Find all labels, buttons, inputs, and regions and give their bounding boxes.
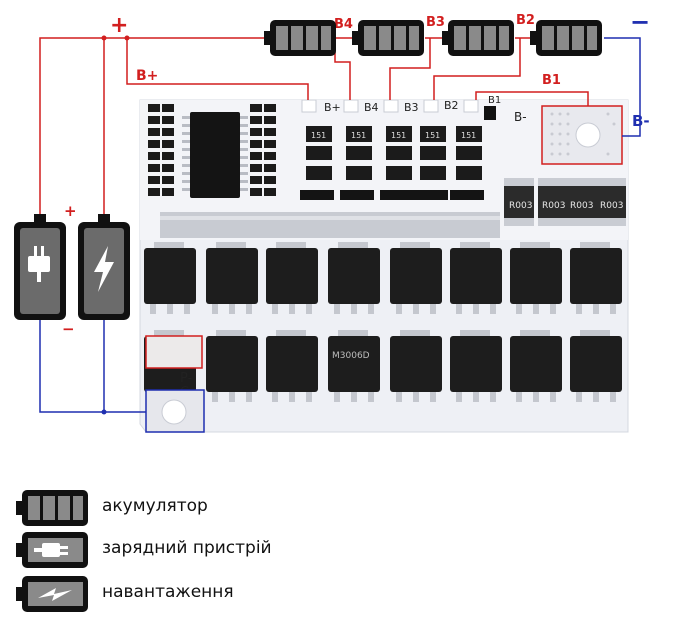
tap-label-b4: B4 <box>334 17 353 32</box>
mosfet-8 <box>570 242 622 314</box>
p-minus-label: P- <box>180 371 193 386</box>
pad-label-b4: B4 <box>364 101 379 114</box>
mosfet-array <box>144 242 622 402</box>
tap-label-b1: B1 <box>542 73 561 88</box>
balance-module-4: 151 <box>414 126 448 200</box>
series-battery-4 <box>530 20 602 56</box>
junction-dot-2 <box>124 35 130 41</box>
mosfet-16 <box>570 330 622 402</box>
mosfet-7 <box>510 242 562 314</box>
legend-load-label: навантаження <box>102 582 234 602</box>
shunt-label-3: R003 <box>570 201 593 211</box>
mosfet-3 <box>266 242 318 314</box>
b-plus-wire-label: B+ <box>136 68 158 84</box>
balance-module-2: 151 <box>340 126 374 200</box>
side-minus-label: − <box>62 320 75 338</box>
svg-text:151: 151 <box>351 131 366 140</box>
svg-text:151: 151 <box>461 131 476 140</box>
series-battery-2 <box>352 20 424 56</box>
mosfet-1 <box>144 242 196 314</box>
load-device <box>78 214 130 320</box>
charger-icon <box>16 532 88 568</box>
pad-label-b3: B3 <box>404 101 419 114</box>
negative-wires <box>39 37 641 413</box>
series-batteries <box>264 20 602 56</box>
pad-label-b-minus: B- <box>514 110 527 124</box>
charger-device <box>14 214 66 320</box>
smd-resistor-array-left <box>148 104 276 196</box>
mosfet-15 <box>510 330 562 402</box>
mosfet-6 <box>450 242 502 314</box>
legend-battery: акумулятор <box>16 488 336 528</box>
shunt-label-1: R003 <box>509 201 532 211</box>
series-battery-1 <box>264 20 336 56</box>
tap-label-b3: B3 <box>426 15 445 30</box>
balance-module-1: 151 <box>300 126 334 200</box>
pad-label-b-plus: B+ <box>324 101 341 114</box>
main-minus-label: − <box>630 8 650 36</box>
series-battery-3 <box>442 20 514 56</box>
b-minus-pad <box>541 105 623 165</box>
lightning-icon <box>94 246 114 292</box>
mosfet-14 <box>450 330 502 402</box>
pad-label-b2: B2 <box>444 99 459 112</box>
bms-board: B+ B4 B3 B2 B1 B- 151 151 151 <box>139 95 629 433</box>
mosfet-5 <box>390 242 442 314</box>
balance-module-5: 151 <box>450 126 484 200</box>
mosfet-12 <box>328 330 380 402</box>
pad-label-b1: B1 <box>488 95 501 106</box>
mosfet-10 <box>206 330 258 402</box>
plug-icon <box>28 246 50 282</box>
mosfet-4 <box>328 242 380 314</box>
mosfet-13 <box>390 330 442 402</box>
svg-text:151: 151 <box>425 131 440 140</box>
shunt-label-4: R003 <box>600 201 623 211</box>
balance-module-3: 151 <box>380 126 414 200</box>
junction-dot-3 <box>101 409 107 415</box>
legend-load: навантаження <box>16 574 336 614</box>
busbar <box>160 212 500 238</box>
control-ic <box>182 112 248 198</box>
shunt-label-2: R003 <box>542 201 565 211</box>
legend-charger: зарядний пристрій <box>16 530 336 570</box>
battery-icon <box>16 490 88 526</box>
positive-wires <box>39 37 589 224</box>
svg-text:151: 151 <box>311 131 326 140</box>
main-plus-label: + <box>110 13 128 38</box>
legend-battery-label: акумулятор <box>102 496 208 516</box>
load-icon <box>16 576 88 612</box>
svg-text:151: 151 <box>391 131 406 140</box>
side-plus-label: + <box>64 202 77 220</box>
mosfet-2 <box>206 242 258 314</box>
p-minus-marker <box>145 335 203 369</box>
mosfet-11 <box>266 330 318 402</box>
b-minus-wire-label: B- <box>632 112 650 130</box>
balance-pads <box>301 99 496 120</box>
junction-dot-1 <box>101 35 107 41</box>
negative-output-pad <box>145 389 205 433</box>
legend-charger-label: зарядний пристрій <box>102 538 272 558</box>
mosfet-marking: M3006D <box>332 351 370 361</box>
tap-label-b2: B2 <box>516 13 535 28</box>
shunt-resistors <box>504 178 626 226</box>
